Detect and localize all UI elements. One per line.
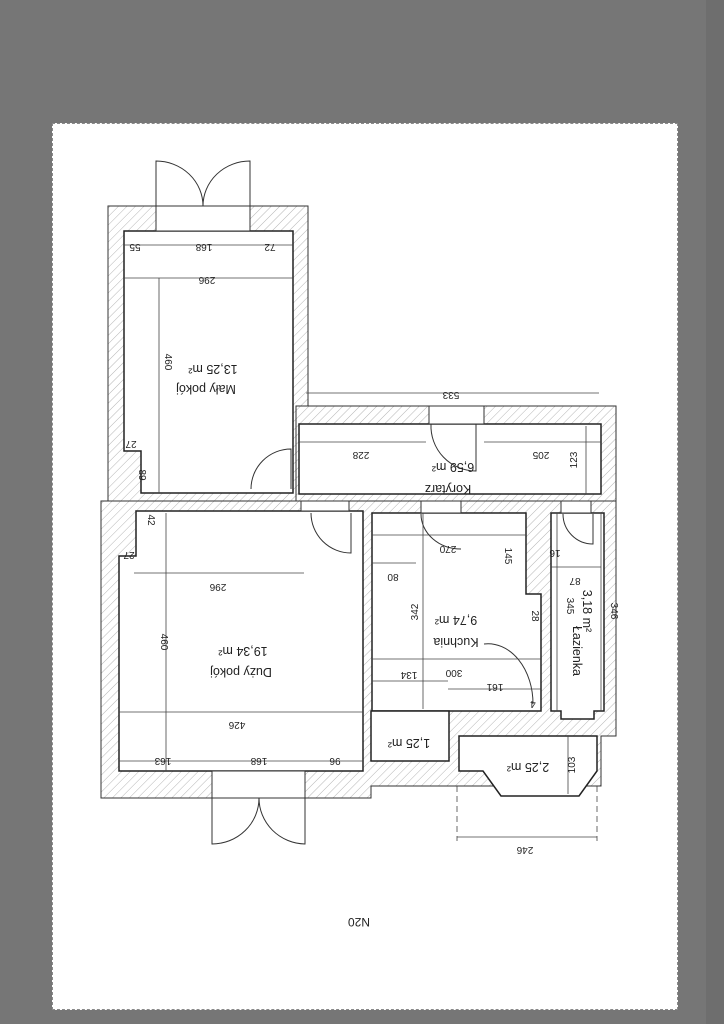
dim-label: 163: [154, 755, 171, 766]
room-area-duzy-pokoj: 19,34 m²: [218, 644, 267, 658]
dim-label: 161: [486, 681, 503, 692]
dim-label: 346: [608, 603, 619, 620]
dim-label: 168: [250, 755, 267, 766]
dim-label: 460: [158, 634, 169, 651]
dim-label: 16: [549, 547, 561, 558]
dim-label: 28: [529, 610, 540, 622]
room-name-lazienka: Łazienka: [570, 626, 584, 676]
dim-label: 42: [145, 514, 156, 526]
dim-label: 246: [516, 844, 533, 855]
dim-label: 270: [439, 543, 456, 554]
viewer-scroll-strip: [706, 0, 724, 1024]
dim-label: 533: [442, 389, 459, 400]
dim-label: 460: [162, 354, 173, 371]
dim-label: 89: [136, 469, 147, 481]
dim-label: 123: [569, 451, 580, 468]
dim-label: 103: [567, 756, 578, 773]
dim-label: 296: [198, 274, 215, 285]
room-name-duzy-pokoj: Duży pokój: [210, 665, 272, 679]
room-name-maly-pokoj: Mały pokój: [176, 382, 236, 396]
room-name-korytarz: Korytarz: [425, 482, 472, 496]
room-name-kuchnia: Kuchnia: [433, 635, 478, 649]
room-area-balkon: 2,25 m²: [507, 760, 549, 774]
room-area-lazienka: 3,18 m²: [580, 590, 594, 632]
dim-label: 27: [123, 549, 135, 560]
dim-label: 72: [264, 241, 276, 252]
dim-label: 168: [195, 241, 212, 252]
room-area-kuchnia: 9,74 m²: [435, 613, 477, 627]
dim-label: 87: [569, 575, 581, 586]
room-area-schowek: 1,25 m²: [388, 736, 430, 750]
dim-label: 426: [228, 719, 245, 730]
dim-label: 300: [445, 667, 462, 678]
document-page: 55 168 72 296 460 27 89 533 228 205 123 …: [52, 123, 678, 1010]
dim-label: 80: [387, 571, 399, 582]
dim-label: 205: [532, 449, 549, 460]
dim-label: 228: [352, 449, 369, 460]
dim-label: 342: [410, 603, 421, 620]
dim-label: 4: [530, 698, 536, 709]
dim-label: 345: [564, 598, 575, 615]
dim-label: 296: [209, 581, 226, 592]
room-area-maly-pokoj: 13,25 m²: [188, 362, 237, 376]
dim-label: 96: [329, 755, 341, 766]
page-number-label: N20: [348, 915, 370, 929]
dim-label: 134: [400, 669, 417, 680]
room-area-korytarz: 6,59 m²: [432, 460, 474, 474]
dim-label: 27: [125, 438, 137, 449]
dim-label: 145: [502, 548, 513, 565]
floor-plan: 55 168 72 296 460 27 89 533 228 205 123 …: [100, 160, 619, 929]
dim-label: 55: [129, 241, 141, 252]
